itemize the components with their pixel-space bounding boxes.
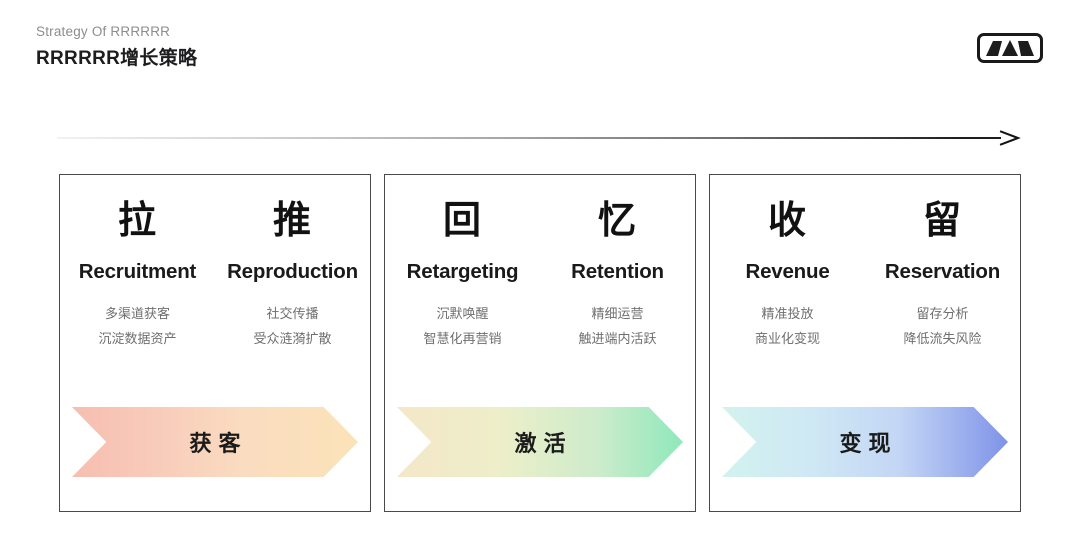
stage-column: 拉 Recruitment 多渠道获客 沉淀数据资产 (60, 197, 215, 351)
stage-column: 回 Retargeting 沉默唤醒 智慧化再营销 (385, 197, 540, 351)
stage-glyph: 忆 (597, 200, 637, 242)
stage-glyph: 推 (272, 200, 312, 242)
page-header: Strategy Of RRRRRR RRRRRR增长策略 (36, 22, 636, 73)
stage-point: 触进端内活跃 (578, 331, 657, 346)
stage-banner-label: 变现 (839, 431, 898, 456)
stage-glyph: 留 (922, 200, 962, 242)
brand-logo (977, 33, 1043, 63)
stage-card-list: 拉 Recruitment 多渠道获客 沉淀数据资产 推 Reproductio… (59, 174, 1021, 512)
page-title: RRRRRR增长策略 (36, 48, 198, 69)
stage-banner-wrap: 变现 (722, 407, 1008, 477)
stage-banner: 变现 (722, 407, 1008, 477)
stage-point: 受众涟漪扩散 (253, 331, 332, 346)
progress-arrow (57, 130, 1021, 146)
stage-point: 社交传播 (266, 306, 319, 321)
stage-column: 忆 Retention 精细运营 触进端内活跃 (540, 197, 695, 351)
stage-banner-label: 激活 (514, 431, 573, 456)
stage-column: 留 Reservation 留存分析 降低流失风险 (865, 197, 1020, 351)
stage-point: 商业化变现 (754, 331, 820, 346)
stage-banner-label: 获客 (189, 431, 248, 456)
stage-column: 收 Revenue 精准投放 商业化变现 (710, 197, 865, 351)
stage-point: 降低流失风险 (903, 331, 982, 346)
stage-english-title: Reservation (884, 260, 1001, 283)
stage-point: 精准投放 (761, 306, 814, 321)
stage-english-title: Revenue (745, 260, 830, 283)
stage-glyph: 收 (767, 200, 807, 242)
mountain-logo-icon (985, 39, 1035, 57)
card-columns: 拉 Recruitment 多渠道获客 沉淀数据资产 推 Reproductio… (60, 175, 370, 351)
stage-banner-wrap: 获客 (72, 407, 358, 477)
stage-card-activation[interactable]: 回 Retargeting 沉默唤醒 智慧化再营销 忆 Retention 精细… (384, 174, 696, 512)
stage-glyph: 回 (442, 200, 482, 242)
stage-point: 智慧化再营销 (423, 331, 502, 346)
stage-card-monetization[interactable]: 收 Revenue 精准投放 商业化变现 留 Reservation 留存分析 … (709, 174, 1021, 512)
stage-card-acquisition[interactable]: 拉 Recruitment 多渠道获客 沉淀数据资产 推 Reproductio… (59, 174, 371, 512)
stage-column: 推 Reproduction 社交传播 受众涟漪扩散 (215, 197, 370, 351)
stage-point: 多渠道获客 (104, 306, 170, 321)
stage-english-title: Retention (571, 260, 664, 283)
stage-english-title: Reproduction (227, 260, 358, 283)
stage-point: 留存分析 (916, 306, 969, 321)
stage-english-title: Recruitment (78, 260, 197, 283)
progress-arrow-line (57, 137, 1001, 139)
stage-banner: 获客 (72, 407, 358, 477)
card-columns: 收 Revenue 精准投放 商业化变现 留 Reservation 留存分析 … (710, 175, 1020, 351)
stage-glyph: 拉 (117, 200, 157, 242)
arrow-right-icon (999, 130, 1021, 151)
stage-english-title: Retargeting (406, 260, 519, 283)
stage-point: 精细运营 (591, 306, 644, 321)
stage-banner-wrap: 激活 (397, 407, 683, 477)
stage-banner: 激活 (397, 407, 683, 477)
card-columns: 回 Retargeting 沉默唤醒 智慧化再营销 忆 Retention 精细… (385, 175, 695, 351)
stage-point: 沉默唤醒 (436, 306, 489, 321)
stage-point: 沉淀数据资产 (98, 331, 177, 346)
header-eyebrow: Strategy Of RRRRRR (36, 24, 171, 39)
